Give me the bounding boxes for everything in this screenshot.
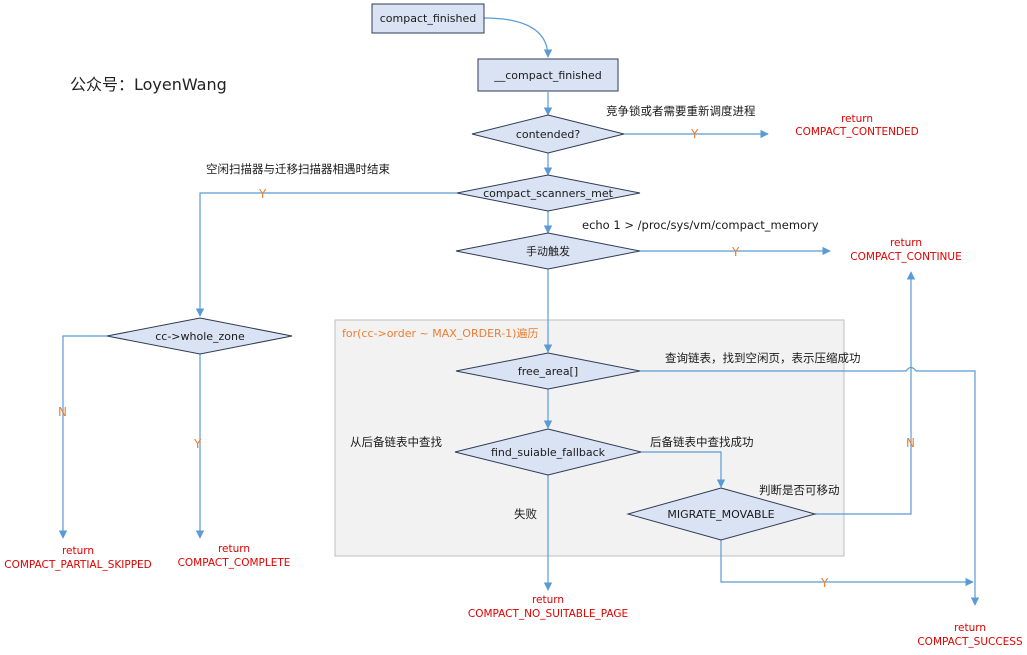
label-contended-yes: Y [690,127,699,141]
return-continue-keyword: return [890,237,922,249]
node-scanners-met-label: compact_scanners_met [483,187,614,200]
return-success-keyword: return [954,622,986,634]
return-partial-value: COMPACT_PARTIAL_SKIPPED [4,559,152,571]
label-whole-zone-no: N [58,405,67,419]
return-complete-value: COMPACT_COMPLETE [178,557,291,569]
note-free-area: 查询链表，找到空闲页，表示压缩成功 [665,351,861,365]
return-no-page-value: COMPACT_NO_SUITABLE_PAGE [468,608,628,620]
note-fallback-search: 从后备链表中查找 [350,435,442,449]
node-inner-compact-finished[interactable] [477,58,619,92]
edge-scanners-yes [195,192,457,317]
edge-free-area-success [640,366,980,606]
return-contended-value: COMPACT_CONTENDED [795,126,918,138]
node-inner-compact-finished-label: __compact_finished [493,69,602,82]
edge-fallback-to-movable [641,451,726,488]
label-movable-no: N [906,436,915,450]
node-manual-trigger-label: 手动触发 [526,244,570,258]
node-free-area-decision[interactable] [455,352,641,390]
edge-finished-to-inner [483,17,553,58]
edge-movable-no [815,271,916,515]
note-fallback-success: 后备链表中查找成功 [650,435,754,449]
return-partial-keyword: return [62,545,94,557]
note-contend: 竞争锁或者需要重新调度进程 [606,104,756,118]
node-compact-finished[interactable] [371,3,485,34]
label-movable-yes: Y [820,576,829,590]
return-no-page-keyword: return [532,594,564,606]
label-whole-zone-yes: Y [193,437,202,451]
loop-label: for(cc->order ~ MAX_ORDER-1)遍历 [342,327,538,340]
node-find-fallback-decision[interactable] [454,428,642,476]
node-compact-finished-label: compact_finished [380,12,477,25]
edge-whole-zone-no [58,335,107,539]
return-success-value: COMPACT_SUCCESS [917,636,1023,648]
node-contended-decision[interactable] [471,114,625,154]
label-scanners-yes: Y [258,187,267,201]
node-migrate-movable-label: MIGRATE_MOVABLE [667,508,774,521]
node-free-area-label: free_area[] [518,365,578,378]
node-whole-zone-decision[interactable] [106,317,293,355]
node-find-fallback-label: find_suiable_fallback [491,446,606,459]
node-migrate-movable-decision[interactable] [626,487,817,541]
return-continue-value: COMPACT_CONTINUE [850,251,961,263]
note-scanners: 空闲扫描器与迁移扫描器相遇时结束 [206,162,390,176]
edge-movable-yes [720,540,974,587]
return-complete-keyword: return [218,543,250,555]
return-contended-keyword: return [841,113,873,125]
node-whole-zone-label: cc->whole_zone [155,330,245,343]
note-echo: echo 1 > /proc/sys/vm/compact_memory [582,218,819,232]
node-contended-label: contended? [516,128,581,141]
label-manual-yes: Y [731,245,740,259]
note-fail: 失败 [514,507,537,521]
node-scanners-met-decision[interactable] [456,174,641,212]
note-movable: 判断是否可移动 [759,483,840,497]
node-manual-trigger-decision[interactable] [455,232,641,270]
watermark-text: 公众号：LoyenWang [70,75,227,94]
